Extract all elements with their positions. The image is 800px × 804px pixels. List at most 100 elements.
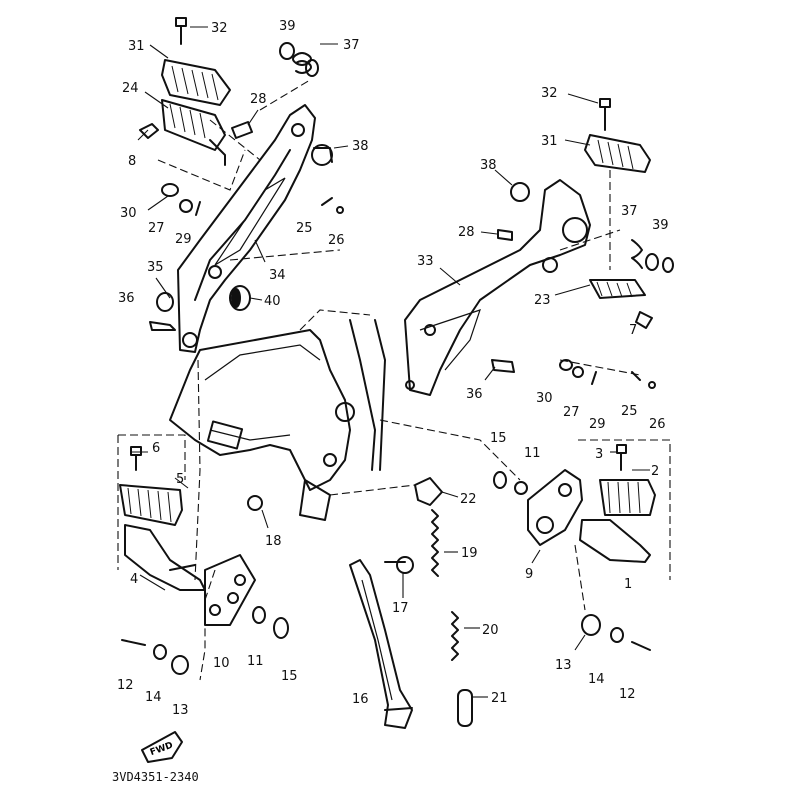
bushing-15-right-nut-11	[493, 471, 528, 495]
bolt-32-left	[175, 17, 187, 45]
callout-29: 29	[175, 232, 192, 247]
callout-14: 14	[588, 672, 605, 687]
callout-4: 4	[130, 572, 138, 587]
rear-footrest-bracket-right	[404, 179, 591, 396]
callout-39: 39	[279, 19, 296, 34]
callout-7: 7	[629, 323, 637, 338]
bushing-15-left	[273, 617, 289, 639]
callout-9: 9	[525, 567, 533, 582]
callout-34: 34	[269, 268, 286, 283]
callout-27: 27	[563, 405, 580, 420]
bolt-7	[635, 311, 653, 329]
callout-28: 28	[250, 92, 267, 107]
bushing-38-right	[510, 182, 530, 202]
spring-19	[431, 509, 439, 577]
callout-38: 38	[352, 139, 369, 154]
cover-21	[457, 689, 473, 727]
pin-30-clip-27-29-left	[161, 183, 201, 216]
callout-14: 14	[145, 690, 162, 705]
bolt-8	[139, 123, 159, 139]
callout-26: 26	[328, 233, 345, 248]
callout-40: 40	[264, 294, 281, 309]
frame-outline	[169, 319, 386, 521]
pin-28-left	[231, 121, 253, 139]
callout-24: 24	[122, 81, 139, 96]
callout-13: 13	[172, 703, 189, 718]
callout-labels: 32 39 31 37 24 28 8 38 30 27 29 25 26 34…	[117, 19, 669, 718]
callout-30: 30	[120, 206, 137, 221]
callout-16: 16	[352, 692, 369, 707]
callout-23: 23	[534, 293, 551, 308]
washer-39-left	[279, 42, 295, 60]
callout-12: 12	[619, 687, 636, 702]
callout-25: 25	[621, 404, 638, 419]
callout-13: 13	[555, 658, 572, 673]
callout-3: 3	[595, 447, 603, 462]
screw-25-washer-26-left	[321, 197, 344, 214]
collar-13-washer-14-bolt-12-right	[581, 614, 651, 651]
bolt-17	[384, 556, 414, 574]
callout-26: 26	[649, 417, 666, 432]
rear-footrest-right	[584, 134, 651, 299]
front-footrest-bracket-left-10	[204, 554, 256, 626]
callout-31: 31	[541, 134, 558, 149]
callout-29: 29	[589, 417, 606, 432]
callout-37: 37	[343, 38, 360, 53]
callout-19: 19	[461, 546, 478, 561]
callout-32: 32	[541, 86, 558, 101]
assembly-lines	[157, 79, 641, 681]
callout-8: 8	[128, 154, 136, 169]
callout-25: 25	[296, 221, 313, 236]
front-footrest-assy-left	[117, 434, 206, 591]
side-stand-16	[349, 559, 413, 729]
bushing-38-left	[311, 144, 333, 166]
bolt-36-right	[491, 359, 515, 373]
forward-arrow-icon: FWD	[141, 731, 183, 763]
collar-18	[247, 495, 263, 511]
pin-28-right	[497, 229, 513, 241]
collar-35-bolt-36-left	[149, 292, 176, 331]
damper-40	[229, 285, 251, 311]
callout-27: 27	[148, 221, 165, 236]
bolt-3	[616, 444, 627, 471]
callout-12: 12	[117, 678, 134, 693]
callout-33: 33	[417, 254, 434, 269]
callout-11: 11	[524, 446, 541, 461]
callout-22: 22	[460, 492, 477, 507]
callout-37: 37	[621, 204, 638, 219]
callout-2: 2	[651, 464, 659, 479]
callout-32: 32	[211, 21, 228, 36]
bolt-12-left-14-13	[121, 639, 189, 675]
callout-10: 10	[213, 656, 230, 671]
callout-30: 30	[536, 391, 553, 406]
rear-footrest-bracket-left	[177, 104, 316, 353]
spring-20	[451, 611, 459, 661]
bracket-9	[527, 469, 583, 546]
callout-20: 20	[482, 623, 499, 638]
callout-21: 21	[491, 691, 508, 706]
callout-18: 18	[265, 534, 282, 549]
callout-39: 39	[652, 218, 669, 233]
callout-17: 17	[392, 601, 409, 616]
callout-38: 38	[480, 158, 497, 173]
callout-35: 35	[147, 260, 164, 275]
callout-31: 31	[128, 39, 145, 54]
pin-30-clip-27-29-right	[559, 359, 597, 385]
plate-22	[414, 477, 443, 506]
callout-6: 6	[152, 441, 160, 456]
front-footrest-assy-right	[578, 439, 671, 580]
callout-28: 28	[458, 225, 475, 240]
spring-37-washer-39-right	[631, 239, 674, 273]
callout-15: 15	[490, 431, 507, 446]
catalog-code: 3VD4351-2340	[112, 770, 199, 784]
callout-5: 5	[176, 472, 184, 487]
bolt-32-right	[599, 98, 611, 131]
callout-1: 1	[624, 577, 632, 592]
nut-11-left	[252, 606, 266, 624]
callout-36: 36	[466, 387, 483, 402]
callout-36: 36	[118, 291, 135, 306]
leader-lines	[131, 26, 650, 698]
callout-11: 11	[247, 654, 264, 669]
